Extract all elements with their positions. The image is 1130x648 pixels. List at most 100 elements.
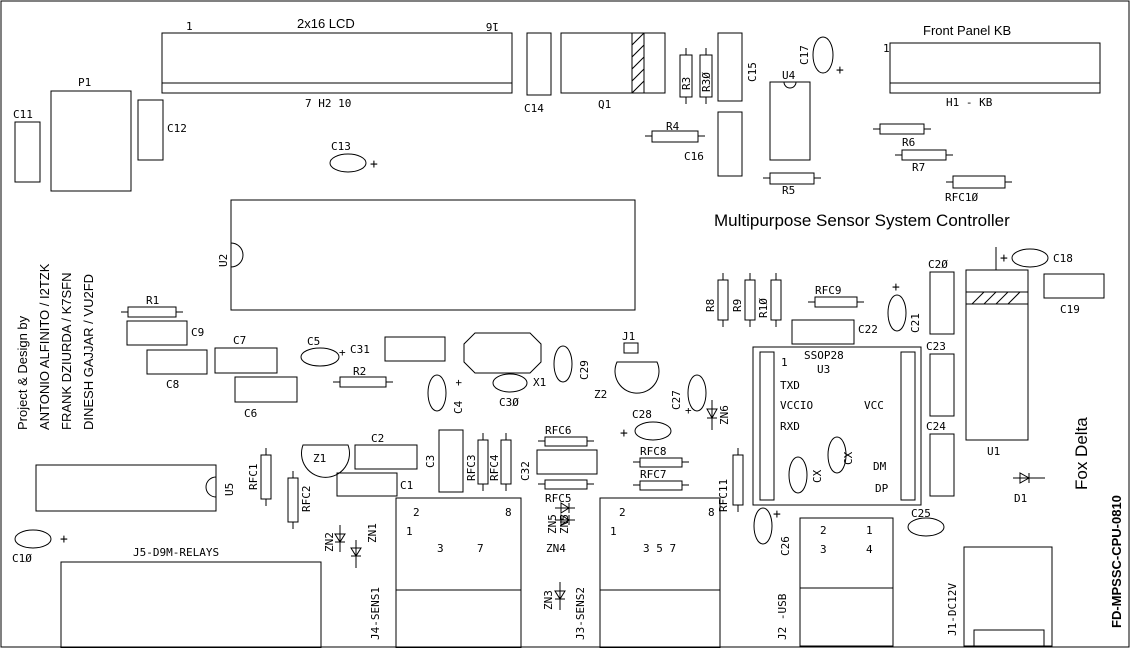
rfc-rfc5 bbox=[544, 479, 588, 490]
cap-c28 bbox=[634, 421, 672, 441]
cap-c17 bbox=[812, 36, 834, 74]
label-c32: C32 bbox=[519, 461, 532, 481]
label-c26: C26 bbox=[779, 536, 792, 556]
cap-c18 bbox=[1011, 248, 1049, 268]
label-j1-dc: J1-DC12V bbox=[946, 583, 959, 636]
cap-cx-b bbox=[788, 456, 808, 494]
c10-plus: + bbox=[60, 532, 68, 547]
label-j1: J1 bbox=[622, 330, 635, 343]
lcd-pin-right: 16 bbox=[486, 20, 499, 33]
label-zn1: ZN1 bbox=[366, 523, 379, 543]
kb-pin-left: 1 bbox=[883, 42, 890, 55]
label-c5: C5 bbox=[307, 335, 320, 348]
j4-p2: 2 bbox=[413, 506, 420, 519]
label-c29: C29 bbox=[578, 360, 591, 380]
label-rfc3: RFC3 bbox=[465, 455, 478, 482]
u3-cx1: CX bbox=[842, 451, 855, 465]
j2-p1: 1 bbox=[866, 524, 873, 537]
u3-pkg: SSOP28 bbox=[804, 349, 844, 362]
rfc-rfc4 bbox=[500, 439, 512, 485]
regulator-z1 bbox=[301, 444, 350, 478]
c26-plus: + bbox=[773, 507, 781, 522]
label-r30: R3Ø bbox=[700, 72, 713, 92]
diode-d1: D1 bbox=[1013, 472, 1045, 505]
cap-cx-a bbox=[827, 436, 847, 474]
label-r7: R7 bbox=[912, 161, 925, 174]
res-r5 bbox=[769, 172, 815, 185]
jumper-j1 bbox=[623, 342, 639, 354]
rfc-rfc9 bbox=[814, 296, 858, 308]
label-rfc8: RFC8 bbox=[640, 445, 667, 458]
label-c2: C2 bbox=[371, 432, 384, 445]
label-u1: U1 bbox=[987, 445, 1000, 458]
c5-plus: + bbox=[339, 346, 346, 359]
label-c30: C3Ø bbox=[499, 396, 519, 409]
label-j3: J3-SENS2 bbox=[574, 587, 587, 640]
cap-c14 bbox=[526, 32, 552, 96]
label-c13: C13 bbox=[331, 140, 351, 153]
label-rfc2: RFC2 bbox=[300, 486, 313, 513]
regulator-u1: U1 bbox=[965, 247, 1029, 458]
cap-c31 bbox=[384, 336, 446, 362]
rfc-rfc6 bbox=[544, 436, 588, 447]
label-r10: R1Ø bbox=[757, 298, 770, 318]
c28-plus: + bbox=[620, 426, 628, 441]
cap-c4 bbox=[427, 374, 447, 412]
cap-c29 bbox=[553, 345, 573, 383]
cap-c32 bbox=[536, 449, 598, 475]
connector-j4-sens1: 2 8 1 3 7 J4-SENS1 bbox=[369, 497, 522, 648]
board-title: Multipurpose Sensor System Controller bbox=[714, 211, 1010, 230]
label-c27: C27 bbox=[670, 390, 683, 410]
cap-c3 bbox=[438, 429, 464, 493]
res-r7 bbox=[901, 149, 947, 161]
rfc-rfc10 bbox=[952, 175, 1006, 189]
label-rfc11: RFC11 bbox=[717, 479, 730, 512]
cap-c27 bbox=[687, 374, 707, 412]
label-c8: C8 bbox=[166, 378, 179, 391]
label-x1: X1 bbox=[533, 376, 546, 389]
cap-c16 bbox=[717, 111, 743, 177]
u3-cx2: CX bbox=[811, 469, 824, 483]
c18-plus: + bbox=[1000, 251, 1008, 266]
credits: Project & Design by ANTONIO ALFINITO / I… bbox=[15, 263, 96, 430]
label-c28: C28 bbox=[632, 408, 652, 421]
connector-j5-relays bbox=[60, 561, 322, 648]
label-c15: C15 bbox=[746, 62, 759, 82]
u3-txd: TXD bbox=[780, 379, 800, 392]
cap-c20 bbox=[929, 271, 955, 335]
lcd-title: 2x16 LCD bbox=[297, 16, 355, 31]
ic-u4: U4 bbox=[769, 69, 811, 161]
label-rfc4: RFC4 bbox=[488, 454, 501, 481]
label-c3: C3 bbox=[424, 455, 437, 468]
credit-line-4: DINESH GAJJAR / VU2FD bbox=[81, 274, 96, 430]
label-z2: Z2 bbox=[594, 388, 607, 401]
cap-c19 bbox=[1043, 273, 1105, 299]
cap-c10 bbox=[14, 529, 52, 549]
u3-vccio: VCCIO bbox=[780, 399, 813, 412]
cap-c5 bbox=[300, 347, 340, 367]
j3-p2: 2 bbox=[619, 506, 626, 519]
label-r3: R3 bbox=[680, 77, 693, 90]
label-rfc7: RFC7 bbox=[640, 468, 667, 481]
label-c1: C1 bbox=[400, 479, 413, 492]
crystal-x1 bbox=[463, 332, 542, 374]
label-c24: C24 bbox=[926, 420, 946, 433]
label-c12: C12 bbox=[167, 122, 187, 135]
cap-c25 bbox=[907, 517, 945, 537]
cap-c9 bbox=[126, 320, 188, 346]
zener-zn3: ZN3 bbox=[542, 582, 566, 610]
cap-c12 bbox=[137, 99, 164, 161]
rfc-rfc11 bbox=[732, 454, 744, 506]
j4-p3: 3 bbox=[437, 542, 444, 555]
label-d1: D1 bbox=[1014, 492, 1027, 505]
label-c11: C11 bbox=[13, 108, 33, 121]
label-zn2: ZN2 bbox=[323, 532, 336, 552]
label-zn5-a: ZN5 bbox=[546, 514, 559, 534]
connector-j3-sens2: 2 8 1 3 5 7 J3-SENS2 bbox=[574, 497, 721, 648]
label-c25: C25 bbox=[911, 507, 931, 520]
cap-c13 bbox=[329, 153, 367, 173]
label-c18: C18 bbox=[1053, 252, 1073, 265]
label-c16: C16 bbox=[684, 150, 704, 163]
